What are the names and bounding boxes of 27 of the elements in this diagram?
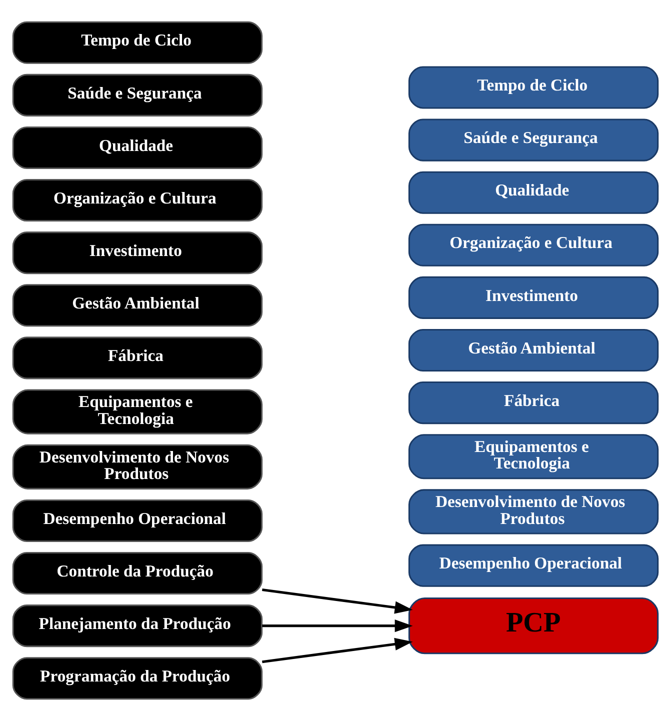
node-box: Desenvolvimento de Novos Produtos bbox=[12, 444, 263, 489]
node-box: Planejamento da Produção bbox=[12, 604, 263, 647]
node-box: Saúde e Segurança bbox=[408, 118, 659, 161]
node-box: Fábrica bbox=[408, 381, 659, 424]
node-box: Desempenho Operacional bbox=[408, 544, 659, 586]
node-box: Gestão Ambiental bbox=[12, 284, 263, 326]
node-box: Tempo de Ciclo bbox=[408, 66, 659, 108]
node-box: Qualidade bbox=[12, 126, 263, 169]
node-box: Equipamentos e Tecnologia bbox=[408, 434, 659, 479]
node-box: Desenvolvimento de Novos Produtos bbox=[408, 488, 659, 534]
node-box: PCP bbox=[408, 597, 659, 654]
arrow bbox=[262, 637, 413, 663]
node-box: Qualidade bbox=[408, 170, 659, 214]
node-box: Organização e Cultura bbox=[12, 178, 263, 222]
node-box: Desempenho Operacional bbox=[12, 498, 263, 542]
arrow bbox=[262, 619, 413, 632]
node-box: Equipamentos e Tecnologia bbox=[12, 388, 263, 434]
node-box: Organização e Cultura bbox=[408, 223, 659, 266]
node-box: Saúde e Segurança bbox=[12, 73, 263, 116]
arrow bbox=[262, 588, 413, 614]
node-box: Programação da Produção bbox=[12, 656, 263, 700]
node-box: Gestão Ambiental bbox=[408, 328, 659, 372]
node-box: Tempo de Ciclo bbox=[12, 20, 263, 64]
node-box: Fábrica bbox=[12, 336, 263, 379]
node-box: Investimento bbox=[408, 276, 659, 318]
node-box: Investimento bbox=[12, 231, 263, 274]
node-box: Controle da Produção bbox=[12, 551, 263, 594]
